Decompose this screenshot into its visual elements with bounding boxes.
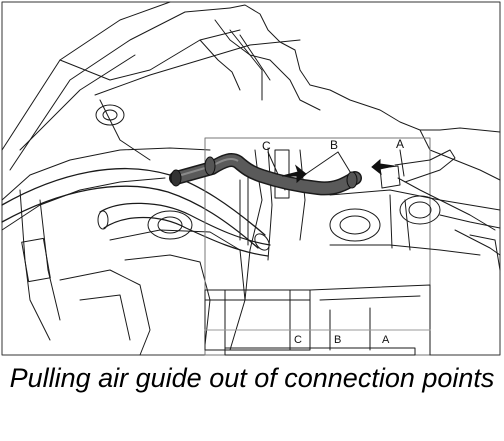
callout-c-inset: C [294,334,302,346]
callout-b-inset: B [334,334,341,346]
air-guide-hose [169,153,362,196]
arrow-left-icon [371,158,395,176]
panel-edge-1 [1,1,171,151]
leader-a-top [399,149,405,177]
support-bar-upper [1,167,266,236]
panel-edge-2 [9,7,231,171]
engine-bay-illustration: C B A C B A [1,1,501,356]
strut-mount [95,104,125,126]
inset-round-opening [329,208,381,242]
figure-caption: Pulling air guide out of connection poin… [9,363,495,393]
illustration-svg: C B A C B A [1,1,501,356]
support-bar-lower [1,185,259,249]
fender-upper [1,147,211,201]
callout-a-top: A [396,137,404,151]
bulkhead-contour [229,4,501,133]
callout-b-top: B [330,138,338,152]
battery-tray [204,289,311,351]
callout-a-inset: A [382,334,390,346]
connector-boot [394,149,456,183]
arrow-right-icon [281,164,307,184]
pull-arrows [281,158,395,184]
callout-c-top: C [262,139,271,153]
